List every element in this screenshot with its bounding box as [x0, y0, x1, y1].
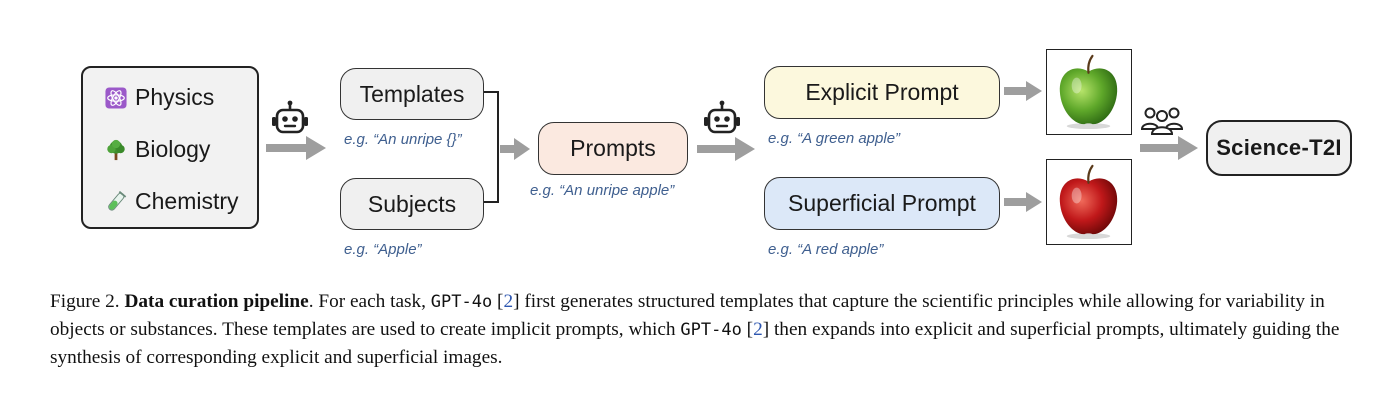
- domain-label: Chemistry: [135, 188, 239, 214]
- robot-icon: [272, 100, 308, 134]
- figure-label: Figure 2.: [50, 291, 120, 312]
- flow-arrow: [266, 136, 326, 160]
- superficial-prompt-box: Superficial Prompt: [764, 177, 1000, 230]
- superficial-prompt-label: Superficial Prompt: [788, 190, 976, 216]
- domain-label: Biology: [135, 136, 211, 162]
- templates-example: e.g. “An unripe {}”: [344, 131, 462, 148]
- caption-text: . For each task,: [308, 291, 431, 312]
- model-name: GPT-4o: [430, 292, 493, 312]
- prompts-label: Prompts: [570, 135, 656, 161]
- model-name: GPT-4o: [680, 320, 742, 340]
- test-tube-icon: [108, 190, 127, 211]
- flow-arrow: [1004, 81, 1042, 101]
- domain-chemistry: Chemistry: [105, 188, 239, 215]
- prompts-box: Prompts: [538, 122, 688, 175]
- caption-text: first generates structured templates tha…: [50, 291, 1325, 340]
- domains-box: Physics Biology Chemistry: [81, 66, 259, 229]
- green-apple-image: [1046, 49, 1132, 135]
- domain-biology: Biology: [105, 136, 210, 163]
- flow-arrow: [1004, 192, 1042, 212]
- flow-arrow: [500, 138, 530, 160]
- merge-bracket: [484, 91, 499, 203]
- caption-title: Data curation pipeline: [124, 291, 309, 312]
- explicit-prompt-label: Explicit Prompt: [805, 79, 959, 105]
- subjects-label: Subjects: [367, 190, 457, 217]
- science-t2i-box: Science-T2I: [1206, 120, 1352, 176]
- explicit-prompt-box: Explicit Prompt: [764, 66, 1000, 119]
- atom-icon: [105, 86, 127, 109]
- robot-icon: [704, 100, 740, 134]
- people-icon: [1140, 107, 1184, 135]
- templates-box: Templates: [340, 68, 484, 120]
- domain-label: Physics: [135, 84, 215, 110]
- templates-label: Templates: [359, 80, 465, 107]
- science-t2i-label: Science-T2I: [1216, 135, 1342, 160]
- tree-icon: [107, 139, 125, 160]
- citation-link[interactable]: 2: [753, 319, 763, 340]
- prompts-example: e.g. “An unripe apple”: [530, 182, 675, 199]
- flow-arrow: [697, 137, 755, 161]
- flow-arrow: [1140, 136, 1198, 160]
- superficial-prompt-example: e.g. “A red apple”: [768, 241, 884, 258]
- citation-link[interactable]: 2: [503, 291, 514, 312]
- figure-caption: Figure 2. Data curation pipeline. For ea…: [50, 291, 1340, 368]
- red-apple-image: [1046, 159, 1132, 245]
- subjects-example: e.g. “Apple”: [344, 241, 422, 258]
- caption-text: then expands into explicit and superfici…: [50, 319, 1340, 368]
- explicit-prompt-example: e.g. “A green apple”: [768, 130, 901, 147]
- subjects-box: Subjects: [340, 178, 484, 230]
- domain-physics: Physics: [105, 84, 214, 111]
